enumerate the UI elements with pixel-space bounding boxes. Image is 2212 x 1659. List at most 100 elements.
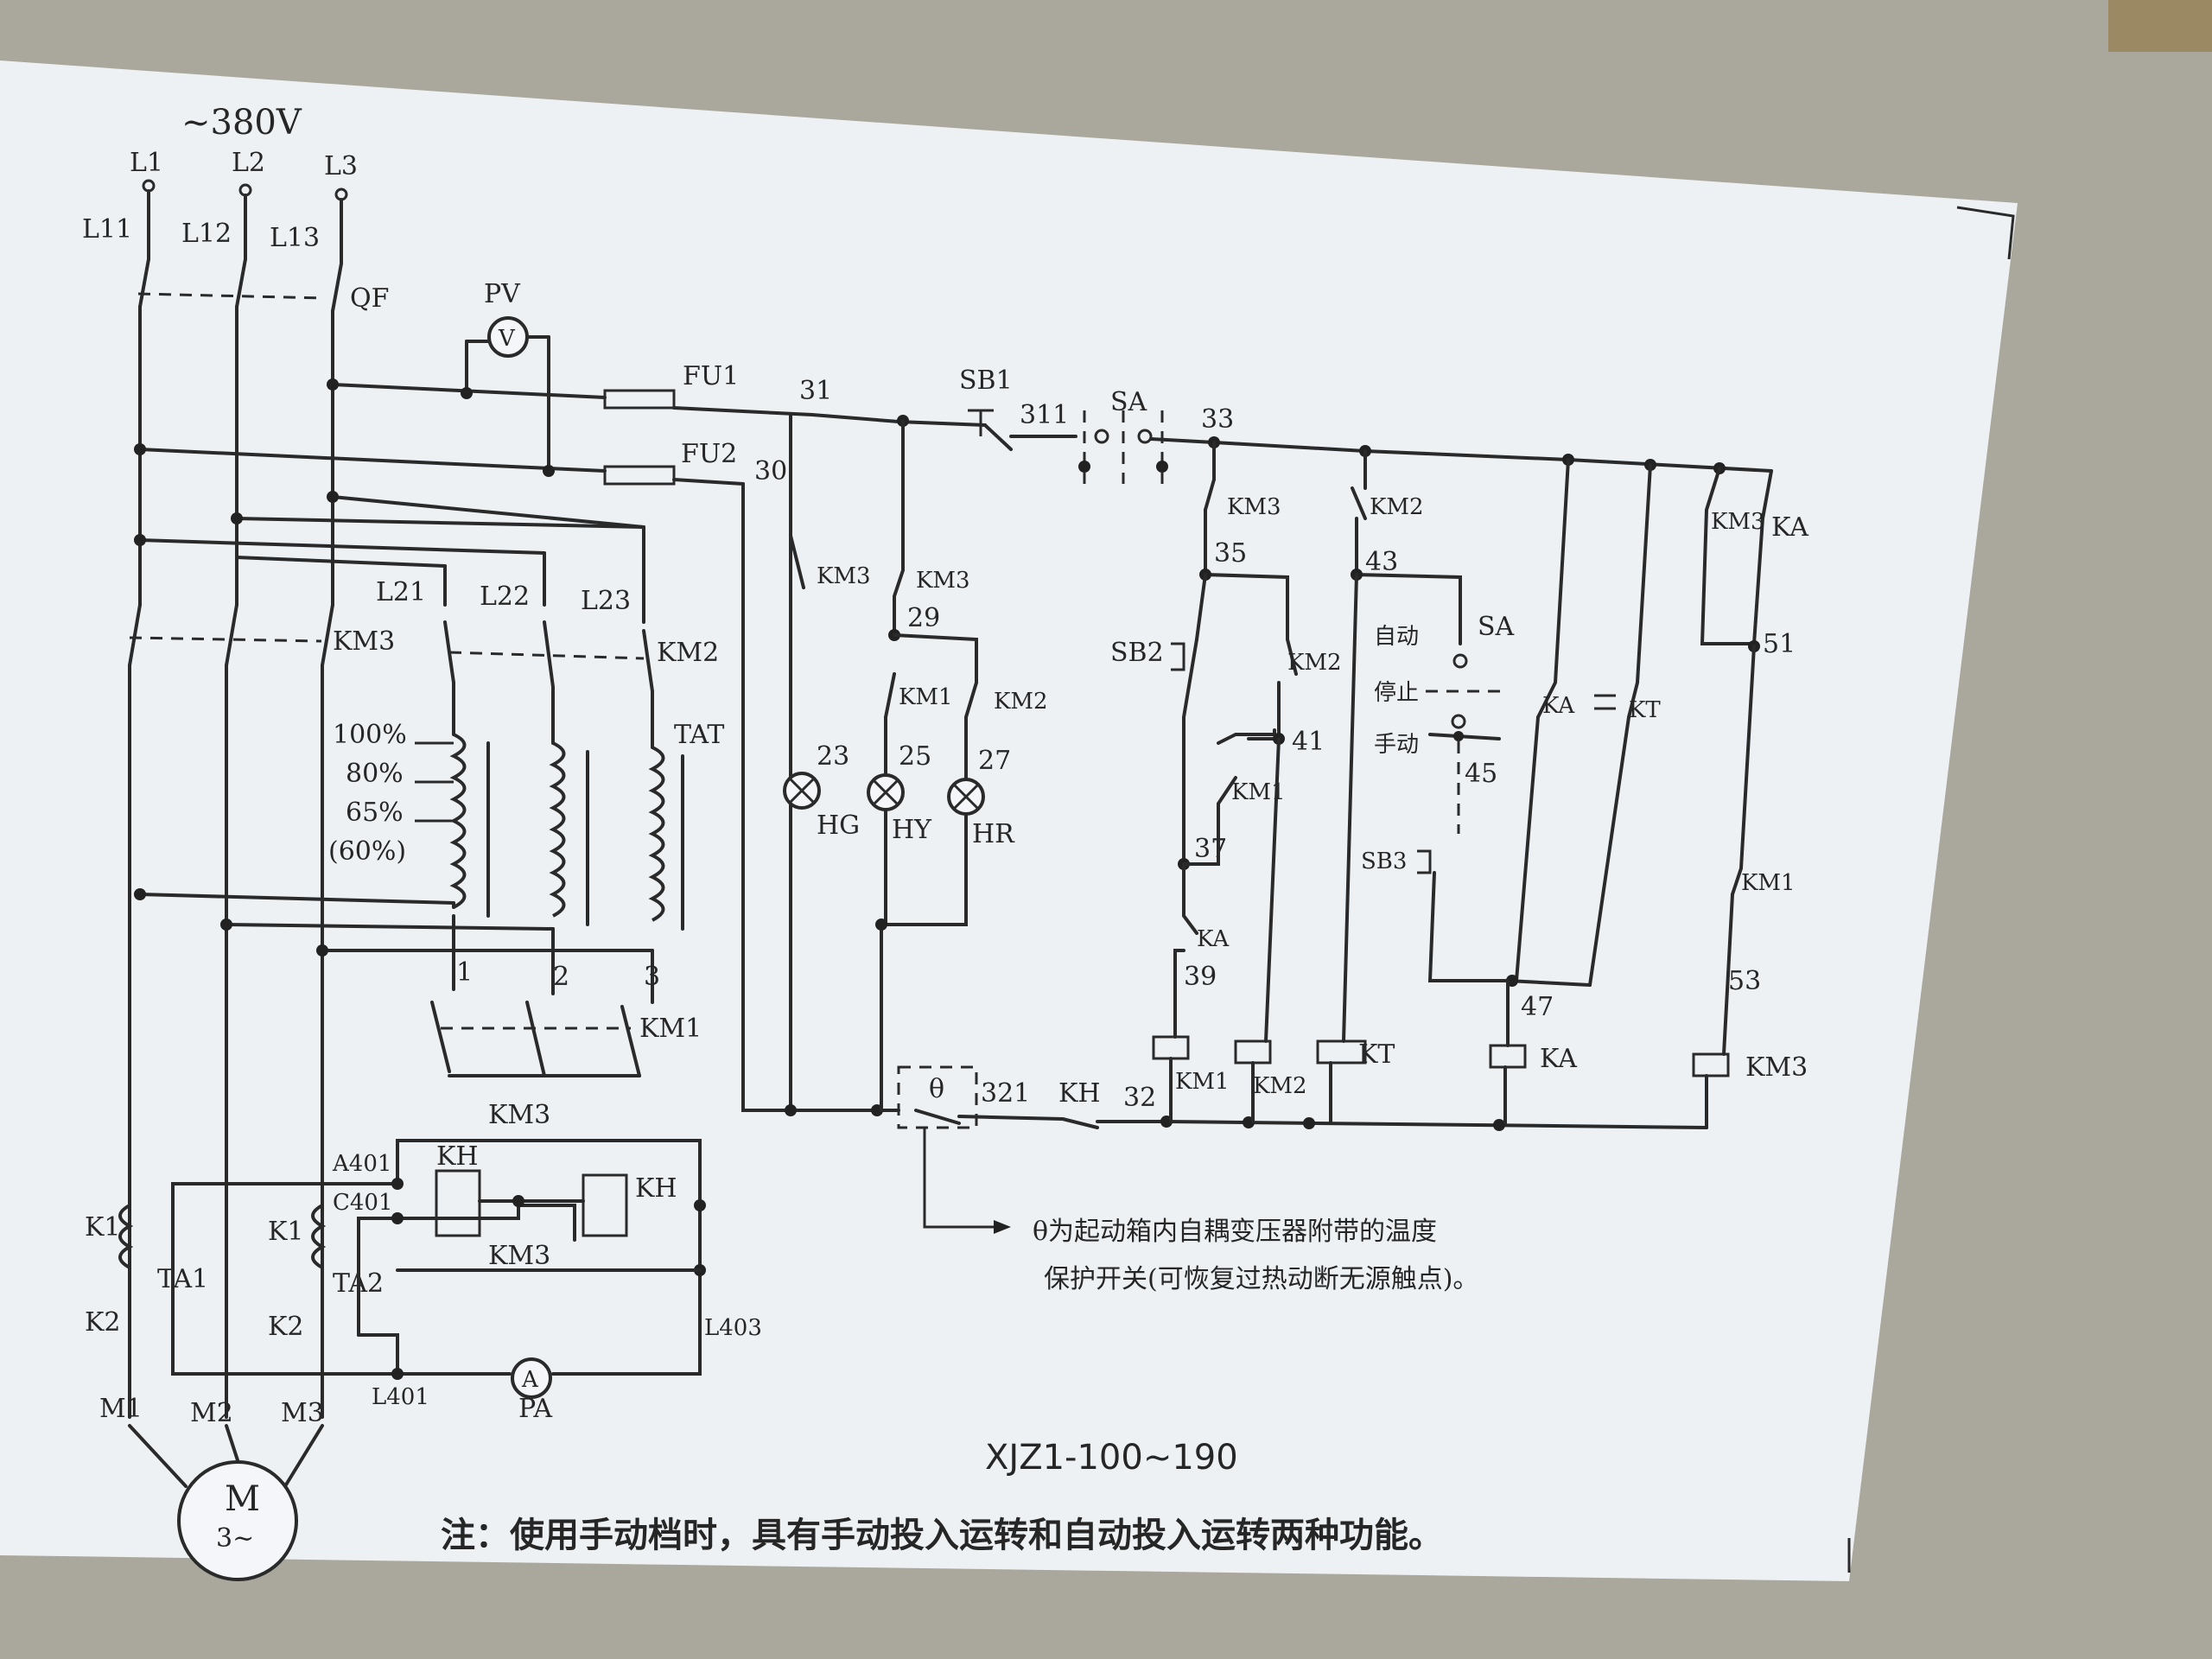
svg-text:KM1: KM1 <box>1175 1069 1230 1095</box>
svg-text:25: 25 <box>899 741 931 772</box>
coil-kt <box>1316 1039 1367 1065</box>
control-bottom-bus: θ 321 KH 32 <box>741 413 1708 1234</box>
svg-text:SA: SA <box>1110 387 1147 417</box>
svg-text:KM2: KM2 <box>1287 650 1342 676</box>
svg-text:K1: K1 <box>268 1217 304 1247</box>
kh-element <box>582 1173 628 1237</box>
svg-text:29: 29 <box>907 603 940 633</box>
kt-timed-contact <box>1594 694 1616 710</box>
svg-text:39: 39 <box>1184 962 1217 992</box>
svg-text:M1: M1 <box>99 1394 143 1424</box>
svg-text:KT: KT <box>1629 697 1661 723</box>
svg-text:KM2: KM2 <box>1370 494 1424 520</box>
wall-fixture <box>2108 0 2212 52</box>
transformer-feeds: L21 L22 L23 <box>134 491 645 624</box>
winding-coil <box>648 746 665 922</box>
svg-text:M: M <box>225 1479 260 1519</box>
control-top-bus: SB1 311 SA 33 <box>810 365 1773 484</box>
svg-text:KT: KT <box>1358 1039 1395 1070</box>
svg-text:KM3: KM3 <box>488 1100 550 1130</box>
svg-text:M2: M2 <box>190 1398 233 1428</box>
svg-text:TAT: TAT <box>674 720 724 750</box>
svg-text:KM3: KM3 <box>333 626 395 657</box>
footnote: 注：使用手动档时，具有手动投入运转和自动投入运转两种功能。 <box>441 1516 1443 1555</box>
sa-contact <box>1137 429 1153 444</box>
svg-text:3: 3 <box>644 962 660 992</box>
svg-text:51: 51 <box>1763 629 1796 659</box>
tap-label: L11 <box>82 214 132 245</box>
phase-label: L2 <box>232 148 265 178</box>
svg-text:1: 1 <box>456 957 473 988</box>
svg-text:KM2: KM2 <box>994 689 1048 715</box>
svg-text:KM2: KM2 <box>657 638 719 668</box>
svg-text:SA: SA <box>1478 612 1515 642</box>
model-number: XJZ1-100~190 <box>985 1438 1238 1478</box>
svg-text:C401: C401 <box>333 1190 393 1216</box>
voltmeter: V PV <box>465 279 550 473</box>
coil-ka <box>1489 1044 1527 1069</box>
svg-text:47: 47 <box>1521 992 1554 1022</box>
svg-text:KA: KA <box>1771 512 1808 543</box>
svg-text:M3: M3 <box>281 1398 324 1428</box>
svg-text:53: 53 <box>1728 966 1761 996</box>
phase-label: L3 <box>324 151 358 181</box>
tap-label: L12 <box>181 219 232 249</box>
svg-text:KM2: KM2 <box>1253 1073 1307 1099</box>
ct-ta1-coil <box>118 1204 134 1269</box>
svg-text:FU1: FU1 <box>683 361 739 391</box>
km1-star-contacts: KM1 <box>430 1001 702 1077</box>
svg-text:32: 32 <box>1123 1083 1156 1113</box>
svg-text:35: 35 <box>1214 538 1247 569</box>
svg-text:TA1: TA1 <box>157 1264 208 1294</box>
sb3-button <box>1417 849 1432 874</box>
svg-text:31: 31 <box>799 376 832 406</box>
svg-text:L403: L403 <box>704 1315 762 1341</box>
svg-text:43: 43 <box>1365 547 1398 577</box>
svg-text:手动: 手动 <box>1374 732 1419 758</box>
svg-text:A401: A401 <box>332 1151 391 1177</box>
svg-text:V: V <box>498 326 516 352</box>
voltmeter-label: PV <box>484 279 521 309</box>
svg-text:27: 27 <box>978 746 1011 776</box>
branch-hg: KM3 23 HG <box>783 534 871 841</box>
svg-text:KM3: KM3 <box>488 1241 550 1271</box>
svg-text:A: A <box>521 1367 539 1393</box>
svg-text:PA: PA <box>518 1394 552 1424</box>
svg-text:3~: 3~ <box>216 1523 254 1554</box>
svg-text:KM3: KM3 <box>817 563 871 589</box>
coil-km3 <box>1692 1052 1730 1077</box>
theta-note-line: θ为起动箱内自耦变压器附带的温度 <box>1033 1217 1437 1247</box>
branch-km1: KM3 35 SB2 37 KM1 KA 39 KM1 <box>1110 441 1289 1123</box>
svg-text:KH: KH <box>1058 1078 1101 1109</box>
autotransformer-tat: 100% 80% 65% (60%) TAT 1 2 3 <box>134 681 724 1004</box>
svg-text:KM3: KM3 <box>1227 494 1281 520</box>
motor-feeders <box>128 664 324 1419</box>
svg-text:SB3: SB3 <box>1361 849 1407 874</box>
branch-kt: KM2 43 自动 SA 停止 手动 45 SB3 KT <box>1316 449 1515 1123</box>
svg-text:KM1: KM1 <box>639 1014 702 1044</box>
svg-text:41: 41 <box>1292 727 1325 757</box>
supply-terminals: L1 L2 L3 L11 L12 L13 <box>82 148 358 265</box>
theta-note-line: 保护开关(可恢复过热动断无源触点)。 <box>1044 1264 1478 1294</box>
svg-text:停止: 停止 <box>1374 680 1419 706</box>
svg-text:KA: KA <box>1540 1044 1577 1074</box>
theta-switch-box <box>897 1065 978 1129</box>
kh-element <box>435 1169 481 1237</box>
control-supply: FU1 FU2 31 30 <box>134 361 832 486</box>
svg-text:311: 311 <box>1020 400 1069 430</box>
motor-symbol <box>177 1460 298 1581</box>
svg-text:33: 33 <box>1201 404 1234 435</box>
svg-text:(60%): (60%) <box>328 836 406 867</box>
current-transformer-circuit: K1 K2 TA1 K1 K2 TA2 A KH KH KM3 KM3 A401… <box>85 1100 762 1424</box>
svg-text:321: 321 <box>981 1078 1030 1109</box>
svg-text:SB1: SB1 <box>959 365 1013 396</box>
theta-note: θ为起动箱内自耦变压器附带的温度 保护开关(可恢复过热动断无源触点)。 <box>1033 1217 1478 1294</box>
svg-text:KA: KA <box>1542 693 1575 719</box>
winding-coil <box>549 741 566 918</box>
branch-km2: KM2 41 KM2 <box>1234 638 1342 1123</box>
svg-text:KM3: KM3 <box>1711 509 1765 535</box>
branch-hy-hr: KM3 29 KM1 KM2 25 HY 27 HR <box>867 419 1048 1112</box>
ct-ta2-coil <box>311 1204 327 1269</box>
branch-ka: KA KT 47 KA <box>1427 458 1661 1125</box>
